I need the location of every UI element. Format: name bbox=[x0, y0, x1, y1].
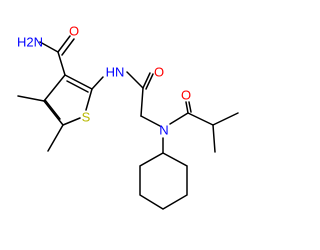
bond-ring-c3-c2-double bbox=[66, 80, 89, 93]
atom-amide-o: O bbox=[69, 24, 79, 39]
atom-amide-nh2: H2N bbox=[17, 35, 43, 50]
atom-acetyl-o: O bbox=[154, 65, 164, 80]
bond-acyl-c-ch bbox=[187, 112, 214, 126]
bond-c2-nh bbox=[91, 76, 104, 90]
bond-ring-c2-s bbox=[85, 88, 93, 111]
bond-ring-s-c5 bbox=[62, 117, 81, 126]
atom-acyl-o: O bbox=[181, 88, 191, 103]
bond-amide-n-c bbox=[39, 41, 59, 53]
bond-n-acyl-c bbox=[169, 112, 189, 125]
atom-tertiary-n: N bbox=[159, 123, 168, 138]
bond-acyl-c-o bbox=[185, 101, 189, 114]
cyclohexane-ring bbox=[139, 152, 188, 210]
bond-ch2-n bbox=[140, 115, 161, 127]
atom-amine-nh: HN bbox=[106, 65, 125, 80]
bond-ch-methyl-2 bbox=[212, 124, 216, 153]
bond-carbonyl-ch2 bbox=[140, 87, 144, 117]
bond-acyl-c-o-double bbox=[188, 101, 192, 113]
bond-ring-c4-c3 bbox=[43, 74, 66, 102]
bond-ch-methyl-1 bbox=[212, 112, 239, 126]
atom-thiophene-s: S bbox=[82, 110, 91, 125]
bond-c4-methyl bbox=[17, 95, 45, 102]
molecule-diagram: H2N O S HN O O N bbox=[17, 24, 239, 210]
bonds bbox=[17, 35, 239, 210]
bond-amide-c-o-double bbox=[61, 38, 75, 56]
atom-labels: H2N O S HN O O N bbox=[17, 24, 191, 138]
bond-amide-c-ring bbox=[57, 51, 66, 76]
bond-carbonyl-o-double bbox=[145, 73, 154, 90]
bond-c5-methyl bbox=[47, 124, 64, 152]
bond-ring-c5-c4 bbox=[43, 100, 64, 126]
bond-ring-c3-c2 bbox=[64, 74, 93, 90]
bond-nh-carbonyl bbox=[126, 71, 144, 89]
bond-amide-c-o bbox=[57, 35, 71, 53]
bond-carbonyl-o bbox=[142, 72, 151, 89]
bond-ring-c5-c4-double bbox=[44, 99, 61, 120]
